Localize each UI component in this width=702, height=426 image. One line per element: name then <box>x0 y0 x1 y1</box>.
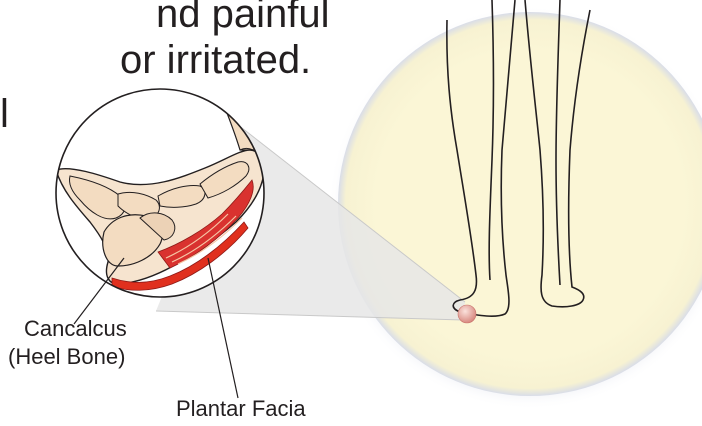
heel-bone-sublabel: (Heel Bone) <box>8 344 125 370</box>
heel-bone-label: Cancalcus <box>24 316 127 342</box>
plantar-fascia-label: Plantar Facia <box>176 396 306 422</box>
intro-text-line-1: nd painful <box>156 0 329 34</box>
intro-text-line-3: l <box>0 94 9 134</box>
intro-text-line-2: or irritated. <box>120 40 311 80</box>
pain-spot-icon <box>458 305 476 323</box>
